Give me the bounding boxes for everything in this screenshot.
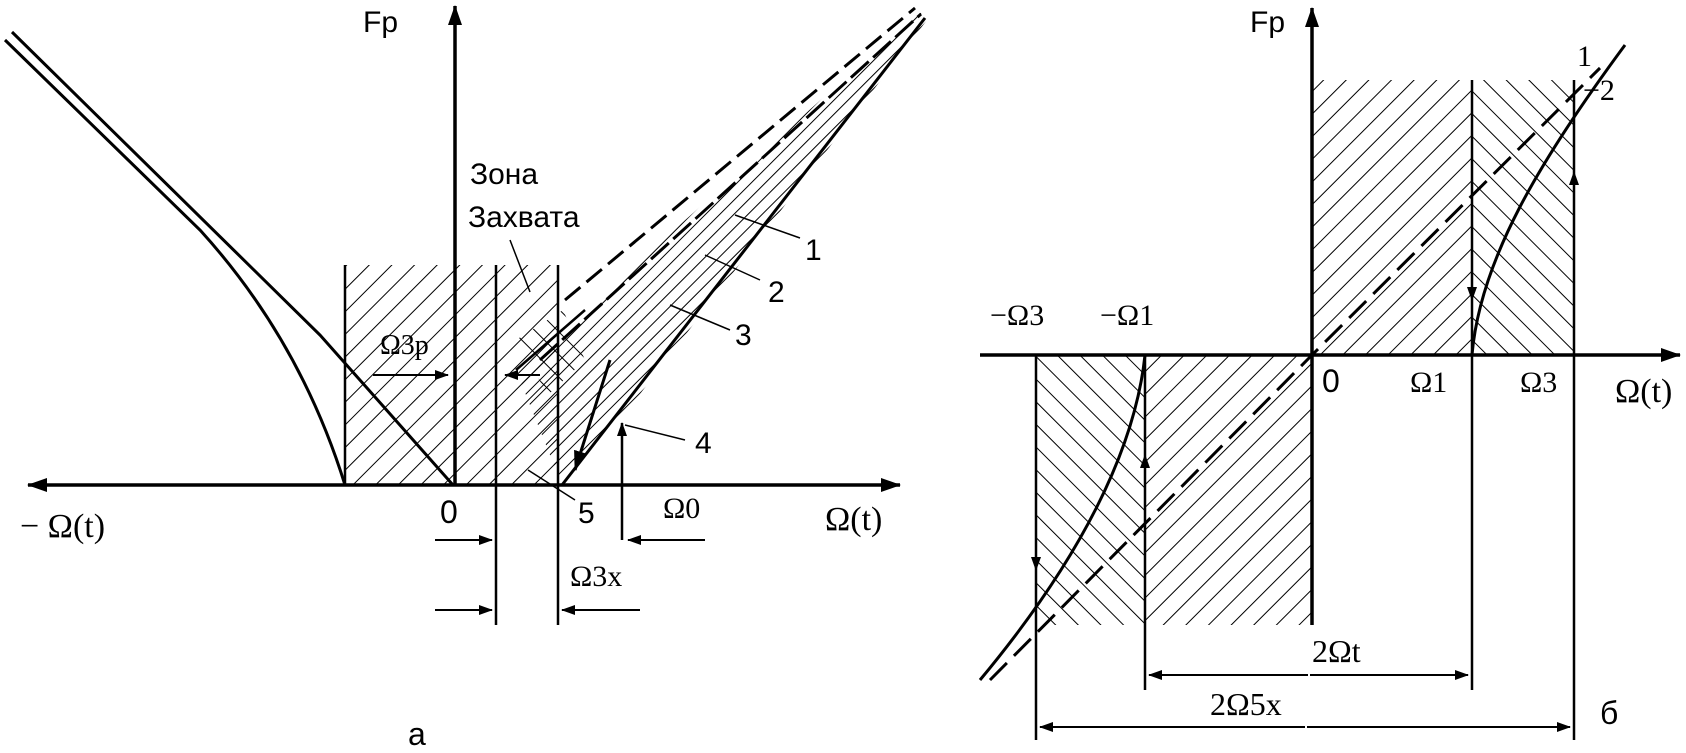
curve-label-2: 2: [768, 276, 785, 309]
b-region-right-2: [1472, 80, 1574, 355]
curve-label-4: 4: [695, 427, 712, 460]
b-curve-1-right: [1470, 44, 1627, 356]
leader-zone: [509, 239, 531, 293]
leader-3: [669, 304, 731, 331]
panel-a-caption: а: [408, 716, 426, 752]
label-neg-omega1: −Ω1: [1100, 299, 1154, 332]
zone-label-1: Зона: [470, 158, 538, 191]
axis-x-label-b: Ω(t): [1615, 373, 1672, 410]
axis-x-neg-label-a: − Ω(t): [20, 508, 105, 545]
b-region-right-1: [1312, 80, 1472, 355]
omega-0-label: Ω0: [663, 492, 700, 525]
label-2-omega-t: 2Ωt: [1312, 633, 1361, 669]
b-region-left-1: [1145, 355, 1312, 625]
label-omega1: Ω1: [1410, 366, 1447, 399]
label-2-omega-5x: 2Ω5x: [1210, 686, 1282, 722]
label-omega3: Ω3: [1520, 366, 1557, 399]
b-curve-1-left: [978, 354, 1147, 681]
panel-b: Fp Ω(t) 0 −Ω3 −Ω1 Ω1 Ω3 1 −2 2Ωt 2Ω5x б: [978, 6, 1681, 740]
curve-label-5: 5: [578, 497, 595, 530]
left-curve-inner: [10, 30, 455, 486]
label-curve-1: 1: [1577, 40, 1592, 73]
origin-label-b: 0: [1322, 363, 1340, 399]
leader-2: [704, 254, 761, 281]
label-neg-omega3: −Ω3: [990, 299, 1044, 332]
zone-label-2: Захвата: [468, 201, 580, 234]
leader-4: [624, 424, 686, 441]
leader-1: [734, 214, 801, 239]
curve-label-3: 3: [735, 319, 752, 352]
curve-3: [560, 17, 927, 486]
left-curve-outer: [3, 38, 347, 486]
axis-y-label-a: Fp: [363, 6, 398, 39]
curve-1: [564, 6, 916, 302]
origin-label-a: 0: [440, 494, 458, 530]
capture-region-hatch: [516, 310, 585, 395]
axis-x-pos-label-a: Ω(t): [825, 501, 882, 538]
hold-band-hatch: [516, 12, 927, 485]
curve-lower-edge: [515, 309, 586, 371]
lock-arrow: [573, 359, 612, 471]
label-curve-2: −2: [1583, 74, 1615, 107]
omega-3x-label: Ω3x: [570, 560, 622, 593]
axis-y-label-b: Fp: [1250, 6, 1285, 39]
curve-2: [538, 12, 923, 362]
leader-5: [527, 469, 576, 501]
omega-3p-label: Ω3p: [380, 330, 429, 361]
panel-a: Fp Ω(t) − Ω(t) 0 Зона Захвата 1 2 3 4 5 …: [3, 5, 927, 752]
panel-b-caption: б: [1600, 695, 1618, 731]
curve-label-1: 1: [805, 234, 822, 267]
